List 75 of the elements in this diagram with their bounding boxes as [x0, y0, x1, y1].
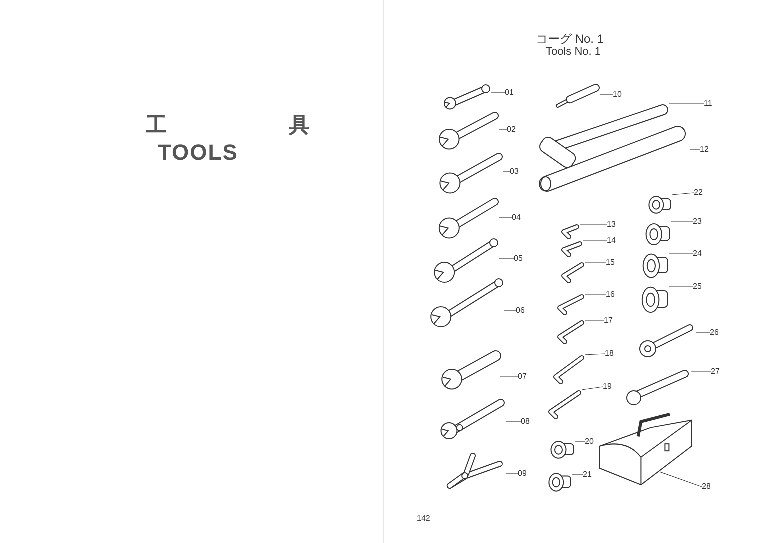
callout-number: 03 [510, 167, 519, 177]
callout-number: 13 [607, 220, 616, 230]
hex-key-drawing [560, 241, 583, 258]
callout-number: 16 [606, 290, 615, 300]
hex-key-drawing [547, 390, 582, 420]
leader-line [498, 258, 514, 260]
wrench-drawing [437, 198, 499, 240]
leader-line [582, 386, 604, 390]
callout-number: 02 [507, 125, 516, 135]
callout-number: 21 [583, 470, 592, 480]
leader-line [504, 310, 516, 312]
hex-key-drawing [556, 294, 585, 316]
callout-number: 08 [521, 417, 530, 427]
callout-number: 27 [711, 367, 720, 377]
callout-number: 01 [505, 88, 514, 98]
socket-drawing [641, 285, 669, 315]
callout-number: 20 [585, 437, 594, 447]
wrench-drawing [437, 153, 503, 195]
leader-line [672, 192, 694, 196]
page-heading: TOOLS [158, 139, 238, 167]
leader-line [660, 472, 702, 488]
callout-number: 12 [700, 145, 709, 155]
wrench-drawing [443, 84, 491, 110]
leader-line [582, 240, 608, 242]
wrench-drawing [435, 238, 499, 284]
leader-line [584, 294, 606, 296]
callout-number: 07 [518, 372, 527, 382]
page-number: 142 [417, 513, 430, 525]
wrench-drawing [437, 112, 499, 150]
hex-key-drawing [560, 262, 585, 284]
ratchet-handle-drawing [625, 368, 691, 408]
leader-line [584, 320, 604, 322]
leader-line [600, 94, 614, 96]
socket-drawing [648, 195, 672, 215]
page-subtitle: Tools No. 1 [546, 45, 602, 60]
toolbox-drawing [598, 413, 694, 487]
callout-number: 24 [693, 249, 702, 259]
wrench-drawing [430, 278, 504, 330]
callout-number: 10 [613, 90, 622, 100]
callout-number: 15 [606, 258, 615, 268]
leader-line [490, 92, 506, 94]
callout-number: 09 [518, 469, 527, 479]
socket-drawing [550, 440, 575, 460]
callout-number: 06 [516, 306, 525, 316]
callout-number: 04 [512, 213, 521, 223]
page-heading: 工 具 [146, 113, 368, 139]
hex-key-drawing [556, 320, 585, 345]
leader-line [584, 262, 606, 264]
hex-key-drawing [560, 224, 580, 240]
adjustable-wrench-drawing [440, 398, 506, 442]
callout-number: 05 [514, 254, 523, 264]
extension-bar-drawing [638, 322, 696, 360]
leader-line [584, 354, 606, 356]
socket-drawing [642, 252, 669, 280]
leader-line [500, 376, 518, 378]
callout-number: 19 [603, 382, 612, 392]
callout-number: 23 [693, 217, 702, 227]
socket-drawing [645, 222, 671, 247]
screwdriver-drawing [554, 84, 600, 110]
callout-number: 14 [607, 236, 616, 246]
page-title: コーグ No. 1 [536, 31, 604, 47]
callout-number: 17 [604, 316, 613, 326]
callout-number: 11 [704, 99, 712, 109]
wrench-drawing [440, 352, 500, 390]
callout-number: 26 [710, 328, 719, 338]
leader-line [580, 224, 608, 226]
socket-drawing [548, 472, 572, 493]
hex-key-drawing [552, 355, 585, 385]
callout-number: 25 [693, 282, 702, 292]
callout-number: 28 [702, 482, 711, 492]
leader-line [572, 474, 584, 476]
leader-line [696, 332, 710, 334]
callout-number: 18 [605, 349, 614, 359]
callout-number: 22 [694, 188, 703, 198]
leader-line [668, 286, 694, 288]
